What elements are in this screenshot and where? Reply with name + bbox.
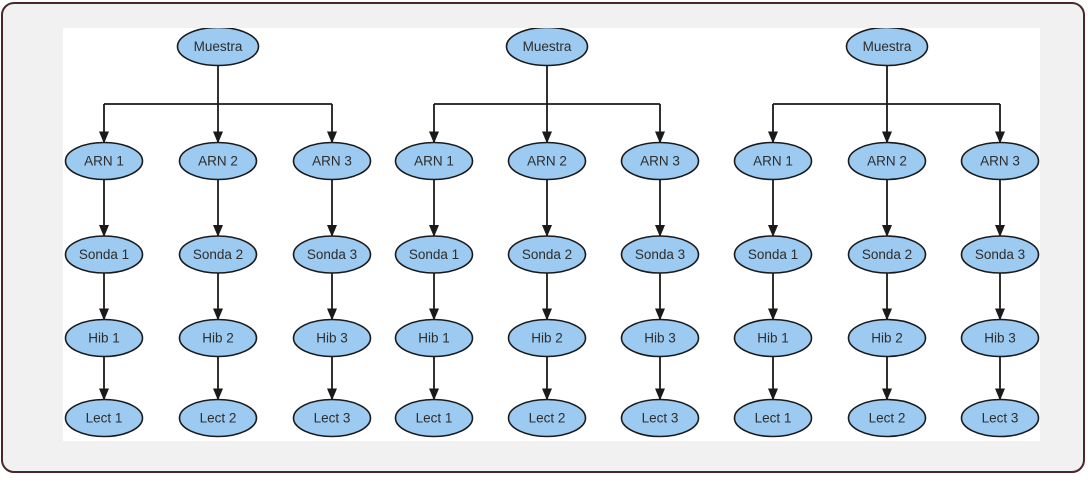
node-sonda-2-t2: Sonda 2 xyxy=(507,235,587,274)
node-label: Sonda 1 xyxy=(409,247,459,262)
node-label: Lect 1 xyxy=(86,411,123,426)
node-muestra-t3: Muestra xyxy=(845,26,929,67)
node-arn-2-t2: ARN 2 xyxy=(507,141,587,181)
node-hib-1-t3: Hib 1 xyxy=(733,318,813,358)
node-label: Muestra xyxy=(194,39,243,54)
node-sonda-2-t3: Sonda 2 xyxy=(847,235,927,274)
node-label: ARN 2 xyxy=(198,154,238,169)
node-label: Sonda 1 xyxy=(79,247,129,262)
node-hib-3-t2: Hib 3 xyxy=(620,318,700,358)
node-hib-3-t1: Hib 3 xyxy=(292,318,372,358)
node-sonda-2-t1: Sonda 2 xyxy=(178,235,258,274)
node-label: Sonda 2 xyxy=(193,247,243,262)
node-hib-1-t1: Hib 1 xyxy=(64,318,144,358)
node-hib-3-t3: Hib 3 xyxy=(960,318,1040,358)
node-lect-2-t3: Lect 2 xyxy=(847,398,927,438)
node-label: Sonda 3 xyxy=(307,247,357,262)
node-sonda-1-t2: Sonda 1 xyxy=(394,235,474,274)
node-arn-3-t2: ARN 3 xyxy=(620,141,700,181)
node-label: Hib 2 xyxy=(531,331,563,346)
node-muestra-t1: Muestra xyxy=(176,26,260,67)
node-label: Muestra xyxy=(863,39,912,54)
node-label: Sonda 1 xyxy=(748,247,798,262)
node-label: Lect 1 xyxy=(755,411,792,426)
node-lect-1-t2: Lect 1 xyxy=(394,398,474,438)
node-hib-1-t2: Hib 1 xyxy=(394,318,474,358)
node-arn-3-t1: ARN 3 xyxy=(292,141,372,181)
node-label: ARN 3 xyxy=(312,154,352,169)
node-label: Sonda 3 xyxy=(635,247,685,262)
node-arn-2-t1: ARN 2 xyxy=(178,141,258,181)
node-lect-3-t1: Lect 3 xyxy=(292,398,372,438)
node-label: Lect 1 xyxy=(416,411,453,426)
node-arn-1-t2: ARN 1 xyxy=(394,141,474,181)
node-hib-2-t1: Hib 2 xyxy=(178,318,258,358)
node-label: Lect 2 xyxy=(529,411,566,426)
node-sonda-1-t3: Sonda 1 xyxy=(733,235,813,274)
node-sonda-1-t1: Sonda 1 xyxy=(64,235,144,274)
node-label: Hib 2 xyxy=(871,331,903,346)
node-label: Sonda 2 xyxy=(862,247,912,262)
node-label: Hib 3 xyxy=(316,331,348,346)
node-label: Lect 2 xyxy=(200,411,237,426)
node-label: Hib 2 xyxy=(202,331,234,346)
node-arn-2-t3: ARN 2 xyxy=(847,141,927,181)
node-lect-1-t1: Lect 1 xyxy=(64,398,144,438)
node-label: Muestra xyxy=(523,39,572,54)
node-label: Sonda 3 xyxy=(975,247,1025,262)
node-lect-2-t2: Lect 2 xyxy=(507,398,587,438)
node-label: Hib 1 xyxy=(757,331,789,346)
node-sonda-3-t1: Sonda 3 xyxy=(292,235,372,274)
node-label: ARN 3 xyxy=(980,154,1020,169)
node-label: Lect 3 xyxy=(314,411,351,426)
node-arn-1-t1: ARN 1 xyxy=(64,141,144,181)
node-lect-3-t3: Lect 3 xyxy=(960,398,1040,438)
node-label: ARN 3 xyxy=(640,154,680,169)
node-hib-2-t3: Hib 2 xyxy=(847,318,927,358)
node-sonda-3-t3: Sonda 3 xyxy=(960,235,1040,274)
node-label: Hib 3 xyxy=(644,331,676,346)
node-sonda-3-t2: Sonda 3 xyxy=(620,235,700,274)
node-lect-2-t1: Lect 2 xyxy=(178,398,258,438)
node-lect-3-t2: Lect 3 xyxy=(620,398,700,438)
node-label: ARN 1 xyxy=(753,154,793,169)
node-label: ARN 1 xyxy=(84,154,124,169)
node-hib-2-t2: Hib 2 xyxy=(507,318,587,358)
node-label: Sonda 2 xyxy=(522,247,572,262)
node-muestra-t2: Muestra xyxy=(505,26,589,67)
node-label: ARN 1 xyxy=(414,154,454,169)
node-label: ARN 2 xyxy=(867,154,907,169)
node-label: Hib 1 xyxy=(418,331,450,346)
node-lect-1-t3: Lect 1 xyxy=(733,398,813,438)
node-label: ARN 2 xyxy=(527,154,567,169)
node-arn-1-t3: ARN 1 xyxy=(733,141,813,181)
node-label: Lect 2 xyxy=(869,411,906,426)
node-label: Hib 3 xyxy=(984,331,1016,346)
node-label: Lect 3 xyxy=(642,411,679,426)
node-label: Hib 1 xyxy=(88,331,120,346)
node-arn-3-t3: ARN 3 xyxy=(960,141,1040,181)
node-label: Lect 3 xyxy=(982,411,1019,426)
